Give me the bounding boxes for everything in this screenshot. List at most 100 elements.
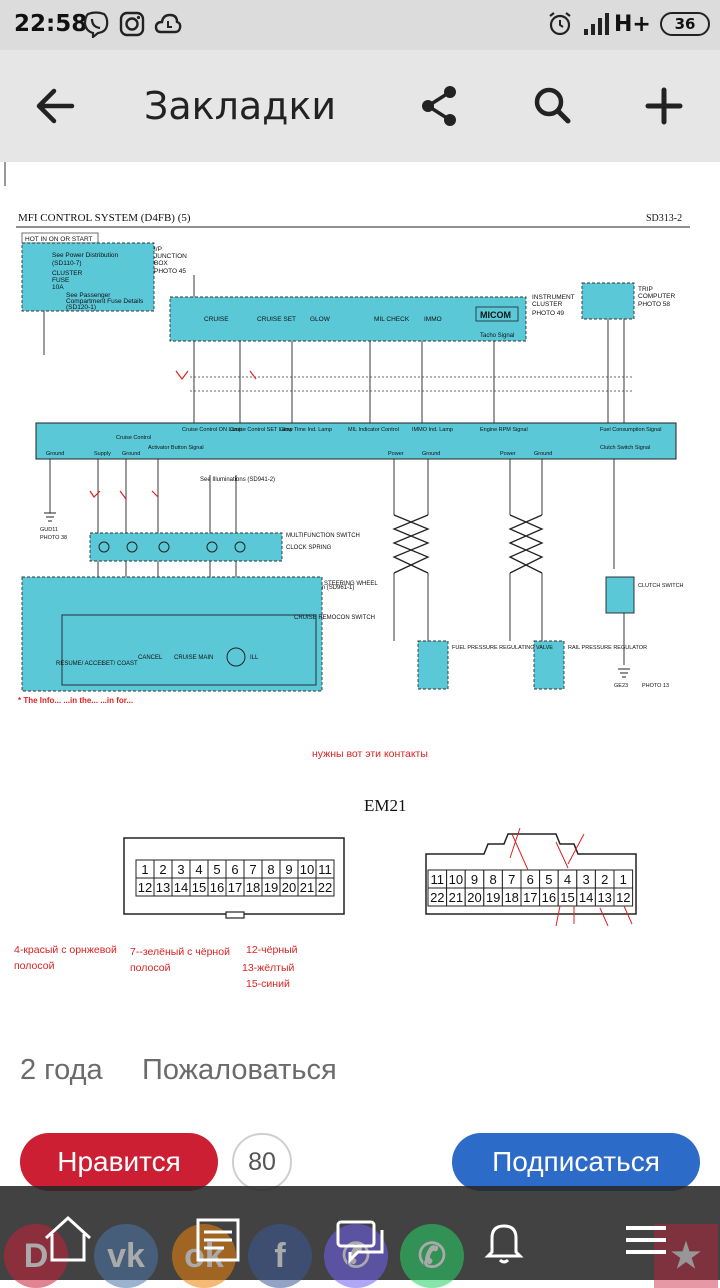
- ecm-signal-1: Cruise Control ON Lamp: [182, 427, 242, 433]
- connector-right-pin-label: 16: [542, 890, 556, 905]
- ecm-signal-4: MIL Indicator Control: [348, 427, 399, 433]
- ground-label-1: GUD11: [40, 527, 58, 533]
- report-link[interactable]: Пожаловаться: [142, 1054, 337, 1086]
- switch-ill: ILL: [250, 655, 259, 661]
- vk-share-icon[interactable]: vk: [94, 1224, 158, 1288]
- connector-right-pin-label: 22: [430, 890, 444, 905]
- like-count: 80: [232, 1133, 292, 1191]
- notifications-icon[interactable]: [472, 1208, 536, 1272]
- cluster-label-1: INSTRUMENT: [532, 294, 575, 301]
- ecm-lower-1: Ground: [46, 451, 64, 457]
- menu-icon[interactable]: [614, 1208, 678, 1272]
- switch-main: CRUISE MAIN: [174, 655, 213, 661]
- whatsapp-share-icon[interactable]: ✆: [400, 1224, 464, 1288]
- connector-right-pin-label: 1: [620, 872, 627, 887]
- connector-left-pin-label: 9: [285, 862, 292, 877]
- connector-right-pin-label: 4: [564, 872, 571, 887]
- cluster-mil: MIL CHECK: [374, 316, 410, 323]
- connector-left-pin-label: 16: [210, 880, 224, 895]
- connector-left-pin-label: 20: [282, 880, 296, 895]
- add-icon[interactable]: [634, 76, 694, 136]
- subscribe-button[interactable]: Подписаться: [452, 1133, 700, 1191]
- alarm-icon: [549, 12, 571, 36]
- connector-right-pin-label: 3: [582, 872, 589, 887]
- facebook-share-icon[interactable]: f: [248, 1224, 312, 1288]
- fuse-line-2: (SD110-7): [52, 260, 82, 267]
- connector-left-pin-label: 8: [267, 862, 274, 877]
- status-time: 22:58: [14, 11, 88, 37]
- connector-right-pin-label: 7: [508, 872, 515, 887]
- side-label-illuminations: See Illuminations (SD941-2): [200, 477, 275, 483]
- fuse-line-8: (SD120-1): [66, 304, 96, 311]
- junction-line-4: PHOTO 45: [154, 268, 186, 275]
- connector-right-pin-label: 21: [449, 890, 463, 905]
- connector-left-pin-label: 13: [156, 880, 170, 895]
- side-label-clutch: CLUTCH SWITCH: [638, 583, 684, 589]
- drive2-share-icon[interactable]: D: [4, 1224, 68, 1288]
- back-arrow-icon[interactable]: [26, 76, 86, 136]
- like-button[interactable]: Нравится: [20, 1133, 218, 1191]
- junction-line-3: BOX: [154, 260, 168, 267]
- connector-left-pin-label: 6: [231, 862, 238, 877]
- scroll-indicator: [4, 162, 6, 186]
- connector-right-pin-label: 11: [431, 872, 445, 887]
- connector-right-pin-cell: [613, 887, 634, 907]
- network-type: H+: [614, 12, 651, 37]
- ecm-signal-5: IMMO Ind. Lamp: [412, 427, 453, 433]
- instagram-icon: [119, 11, 145, 37]
- cluster-cruise: CRUISE: [204, 316, 229, 323]
- switch-set: SET/ COAST: [102, 661, 138, 667]
- legend-pin15: 15-синий: [246, 978, 290, 990]
- connector-left-pin-label: 21: [300, 880, 314, 895]
- connector-left-pin-label: 10: [300, 862, 314, 877]
- viber-icon: [83, 11, 109, 38]
- note-contacts: нужны вот эти контакты: [312, 748, 428, 760]
- wiring-diagram-image: MFI CONTROL SYSTEM (D4FB) (5) SD313-2 HO…: [14, 195, 690, 705]
- messages-icon[interactable]: [328, 1208, 392, 1272]
- side-label-steering-wheel: STEERING WHEEL: [324, 581, 378, 587]
- ecm-lower-10: Clutch Switch Signal: [600, 445, 650, 451]
- connector-left-pin-label: 11: [318, 862, 332, 877]
- diagram-title: MFI CONTROL SYSTEM (D4FB) (5): [18, 212, 191, 224]
- connector-left-pin-label: 1: [141, 862, 148, 877]
- ecm-lower-5: Activator Button Signal: [148, 445, 204, 451]
- cluster-glow: GLOW: [310, 316, 331, 323]
- side-label-multifunction: MULTIFUNCTION SWITCH: [286, 533, 360, 539]
- trip-label-3: PHOTO 58: [638, 301, 670, 308]
- connector-left-pin-label: 15: [192, 880, 206, 895]
- connector-left-pin-label: 14: [174, 880, 188, 895]
- share-icon[interactable]: [410, 76, 470, 136]
- app-bar: Закладки: [0, 50, 720, 162]
- ok-share-icon[interactable]: ok: [172, 1224, 236, 1288]
- side-label-clock-spring: CLOCK SPRING: [286, 545, 332, 551]
- cluster-label-3: PHOTO 49: [532, 310, 564, 317]
- cloud-icon: [154, 13, 182, 34]
- switch-cancel: CANCEL: [138, 655, 163, 661]
- post-age: 2 года: [20, 1054, 103, 1086]
- connector-left-pin-label: 4: [195, 862, 202, 877]
- ecm-signal-2: Cruise Control SET Lamp: [230, 427, 293, 433]
- connector-left-pin-label: 5: [213, 862, 220, 877]
- home-icon[interactable]: [36, 1208, 100, 1272]
- cluster-label-2: CLUSTER: [532, 301, 563, 308]
- ecm-signal-6: Engine RPM Signal: [480, 427, 528, 433]
- trip-label-2: COMPUTER: [638, 293, 676, 300]
- ground-label-3: GE23: [614, 683, 628, 689]
- cluster-immo: IMMO: [424, 316, 442, 323]
- star-share-icon[interactable]: ★: [654, 1224, 718, 1288]
- legend-pin4: 4-красый с орнжевой полосой: [14, 944, 117, 972]
- junction-line-2: JUNCTION: [154, 253, 187, 260]
- connector-right-pin-label: 17: [523, 890, 537, 905]
- ecm-lower-3: Supply: [94, 451, 111, 457]
- side-label-fuel-valve: FUEL PRESSURE REGULATING VALVE: [452, 645, 553, 651]
- connector-right-pin-label: 20: [467, 890, 481, 905]
- side-label-remocon: CRUISE REMOCON SWITCH: [294, 615, 375, 621]
- ecm-signal-3: Glow Time Ind. Lamp: [280, 427, 332, 433]
- ecm-lower-8: Power: [500, 451, 516, 457]
- fuse-line-1: See Power Distribution: [52, 252, 118, 259]
- search-icon[interactable]: [522, 76, 582, 136]
- cluster-tacho: Tacho Signal: [480, 333, 514, 339]
- feed-icon[interactable]: [186, 1208, 250, 1272]
- connector-left-pin-label: 19: [264, 880, 278, 895]
